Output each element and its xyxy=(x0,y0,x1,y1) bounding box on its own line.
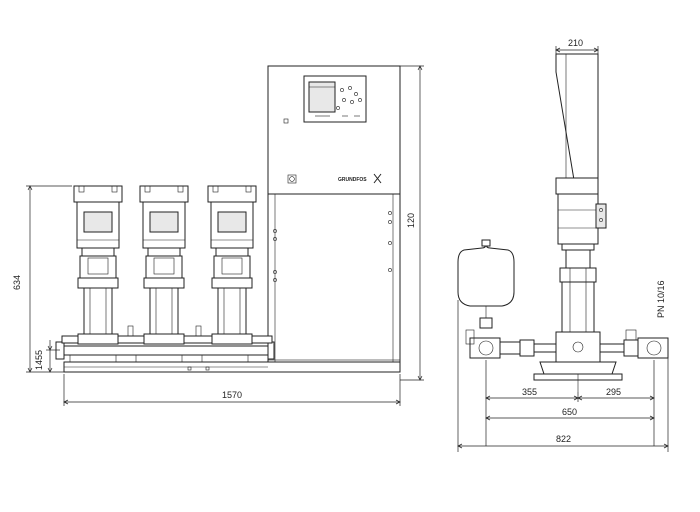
front-dimensions: 634 1455 120 1570 xyxy=(12,65,424,406)
dim-side-total-width: 822 xyxy=(556,434,571,444)
dim-side-top-width: 210 xyxy=(568,38,583,48)
display-screen xyxy=(308,81,336,113)
side-view: 210 355 295 650 822 PN 10/16 xyxy=(457,38,669,452)
control-cabinet: GRUNDFOS xyxy=(267,65,401,365)
dim-front-width: 1570 xyxy=(222,390,242,400)
dim-front-height: 634 xyxy=(12,275,22,290)
dim-cabinet-height: 120 xyxy=(406,213,416,228)
side-base xyxy=(533,361,623,392)
main-switch xyxy=(287,174,297,184)
terminal-box xyxy=(595,203,607,229)
dim-side-left-offset: 355 xyxy=(522,387,537,397)
pump-2 xyxy=(139,185,189,345)
front-view: GRUNDFOS xyxy=(12,65,424,406)
suction-manifold xyxy=(61,345,273,356)
cabinet-side xyxy=(555,53,599,195)
diaphragm-tank xyxy=(457,239,515,329)
brand-label: GRUNDFOS xyxy=(338,177,367,183)
dim-side-frame-width: 650 xyxy=(562,407,577,417)
motor-side xyxy=(555,193,607,363)
frame-bolts xyxy=(273,211,392,282)
dim-side-right-offset: 295 xyxy=(606,387,621,397)
grundfos-x-icon xyxy=(373,173,382,184)
dim-front-base-height: 1455 xyxy=(34,350,44,370)
side-dimensions: 210 355 295 650 822 xyxy=(457,38,669,452)
side-manifolds xyxy=(465,329,669,359)
pump-1 xyxy=(73,185,123,345)
pressure-rating-label: PN 10/16 xyxy=(656,280,666,318)
pump-3 xyxy=(207,185,257,345)
